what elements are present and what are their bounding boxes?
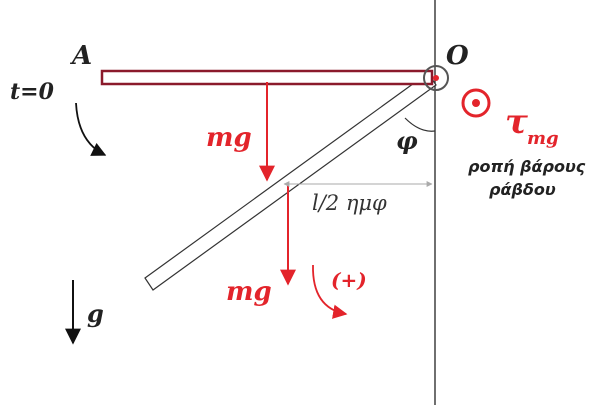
time-label: t=0 [10, 79, 55, 105]
angle-arc [404, 117, 436, 132]
lever-arm-label: l/2 ημφ [312, 191, 387, 215]
point-a-label: A [69, 41, 92, 71]
torque-subscript: mg [527, 128, 559, 149]
weight-label-top: mg [206, 123, 252, 153]
gravity-label: g [87, 299, 104, 328]
angle-label: φ [396, 126, 418, 155]
rotated-rod [144, 72, 437, 291]
weight-label-bottom: mg [226, 277, 272, 307]
point-o-label: O [446, 41, 469, 71]
torque-caption-line1: ροπή βάρους [468, 157, 586, 176]
torque-caption-line2: ράβδου [489, 180, 556, 199]
torque-symbol: τ [505, 102, 528, 142]
curved-arrow-icon [75, 102, 107, 156]
out-of-page-dot-icon [461, 88, 491, 118]
positive-direction-label: (+) [331, 268, 367, 292]
positive-direction-arrow [312, 264, 348, 319]
pivot-circle-icon [423, 65, 449, 91]
